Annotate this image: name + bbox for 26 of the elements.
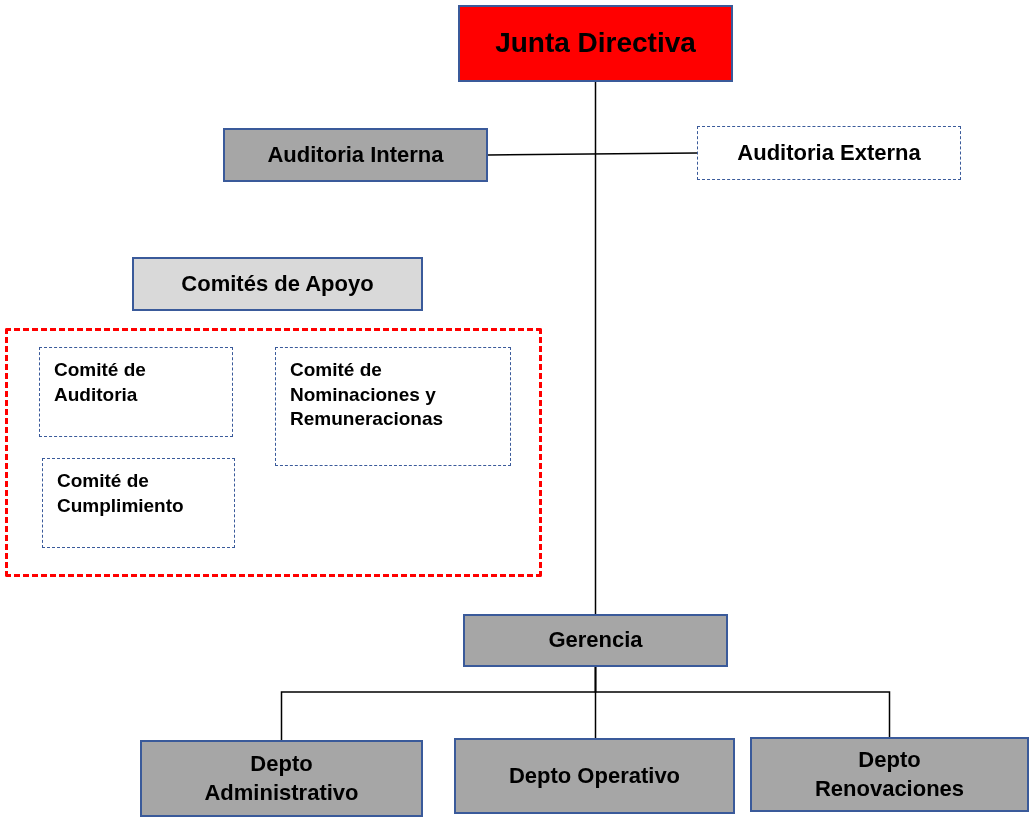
committee-box xyxy=(275,347,511,466)
box-label: Auditoria Interna xyxy=(267,140,444,169)
committee-box xyxy=(39,347,233,437)
box-label: Comité de Cumplimiento xyxy=(57,469,185,518)
box-label: Gerencia xyxy=(548,626,643,655)
box-label: Depto Administrativo xyxy=(203,749,360,807)
box-label: Auditoria Externa xyxy=(737,138,921,167)
committee-box xyxy=(42,458,235,548)
org-box xyxy=(463,614,728,667)
box-label: Comité de Auditoria xyxy=(54,358,147,407)
dashed-group-frame xyxy=(5,328,542,577)
box-label: Comité de Nominaciones y Remuneracionas xyxy=(290,358,445,432)
connector-line xyxy=(594,81,597,615)
box-label: Comités de Apoyo xyxy=(181,269,374,298)
group-title-box xyxy=(132,257,423,311)
connector-line xyxy=(594,666,891,738)
org-box xyxy=(223,128,488,182)
org-box xyxy=(140,740,423,817)
board-box xyxy=(458,5,733,82)
box-label: Depto Renovaciones xyxy=(813,745,966,803)
external-box xyxy=(697,126,961,180)
org-box xyxy=(750,737,1029,812)
box-label: Depto Operativo xyxy=(508,761,681,790)
org-box xyxy=(454,738,735,814)
box-label: Junta Directiva xyxy=(495,26,696,61)
connector-line xyxy=(487,152,698,156)
